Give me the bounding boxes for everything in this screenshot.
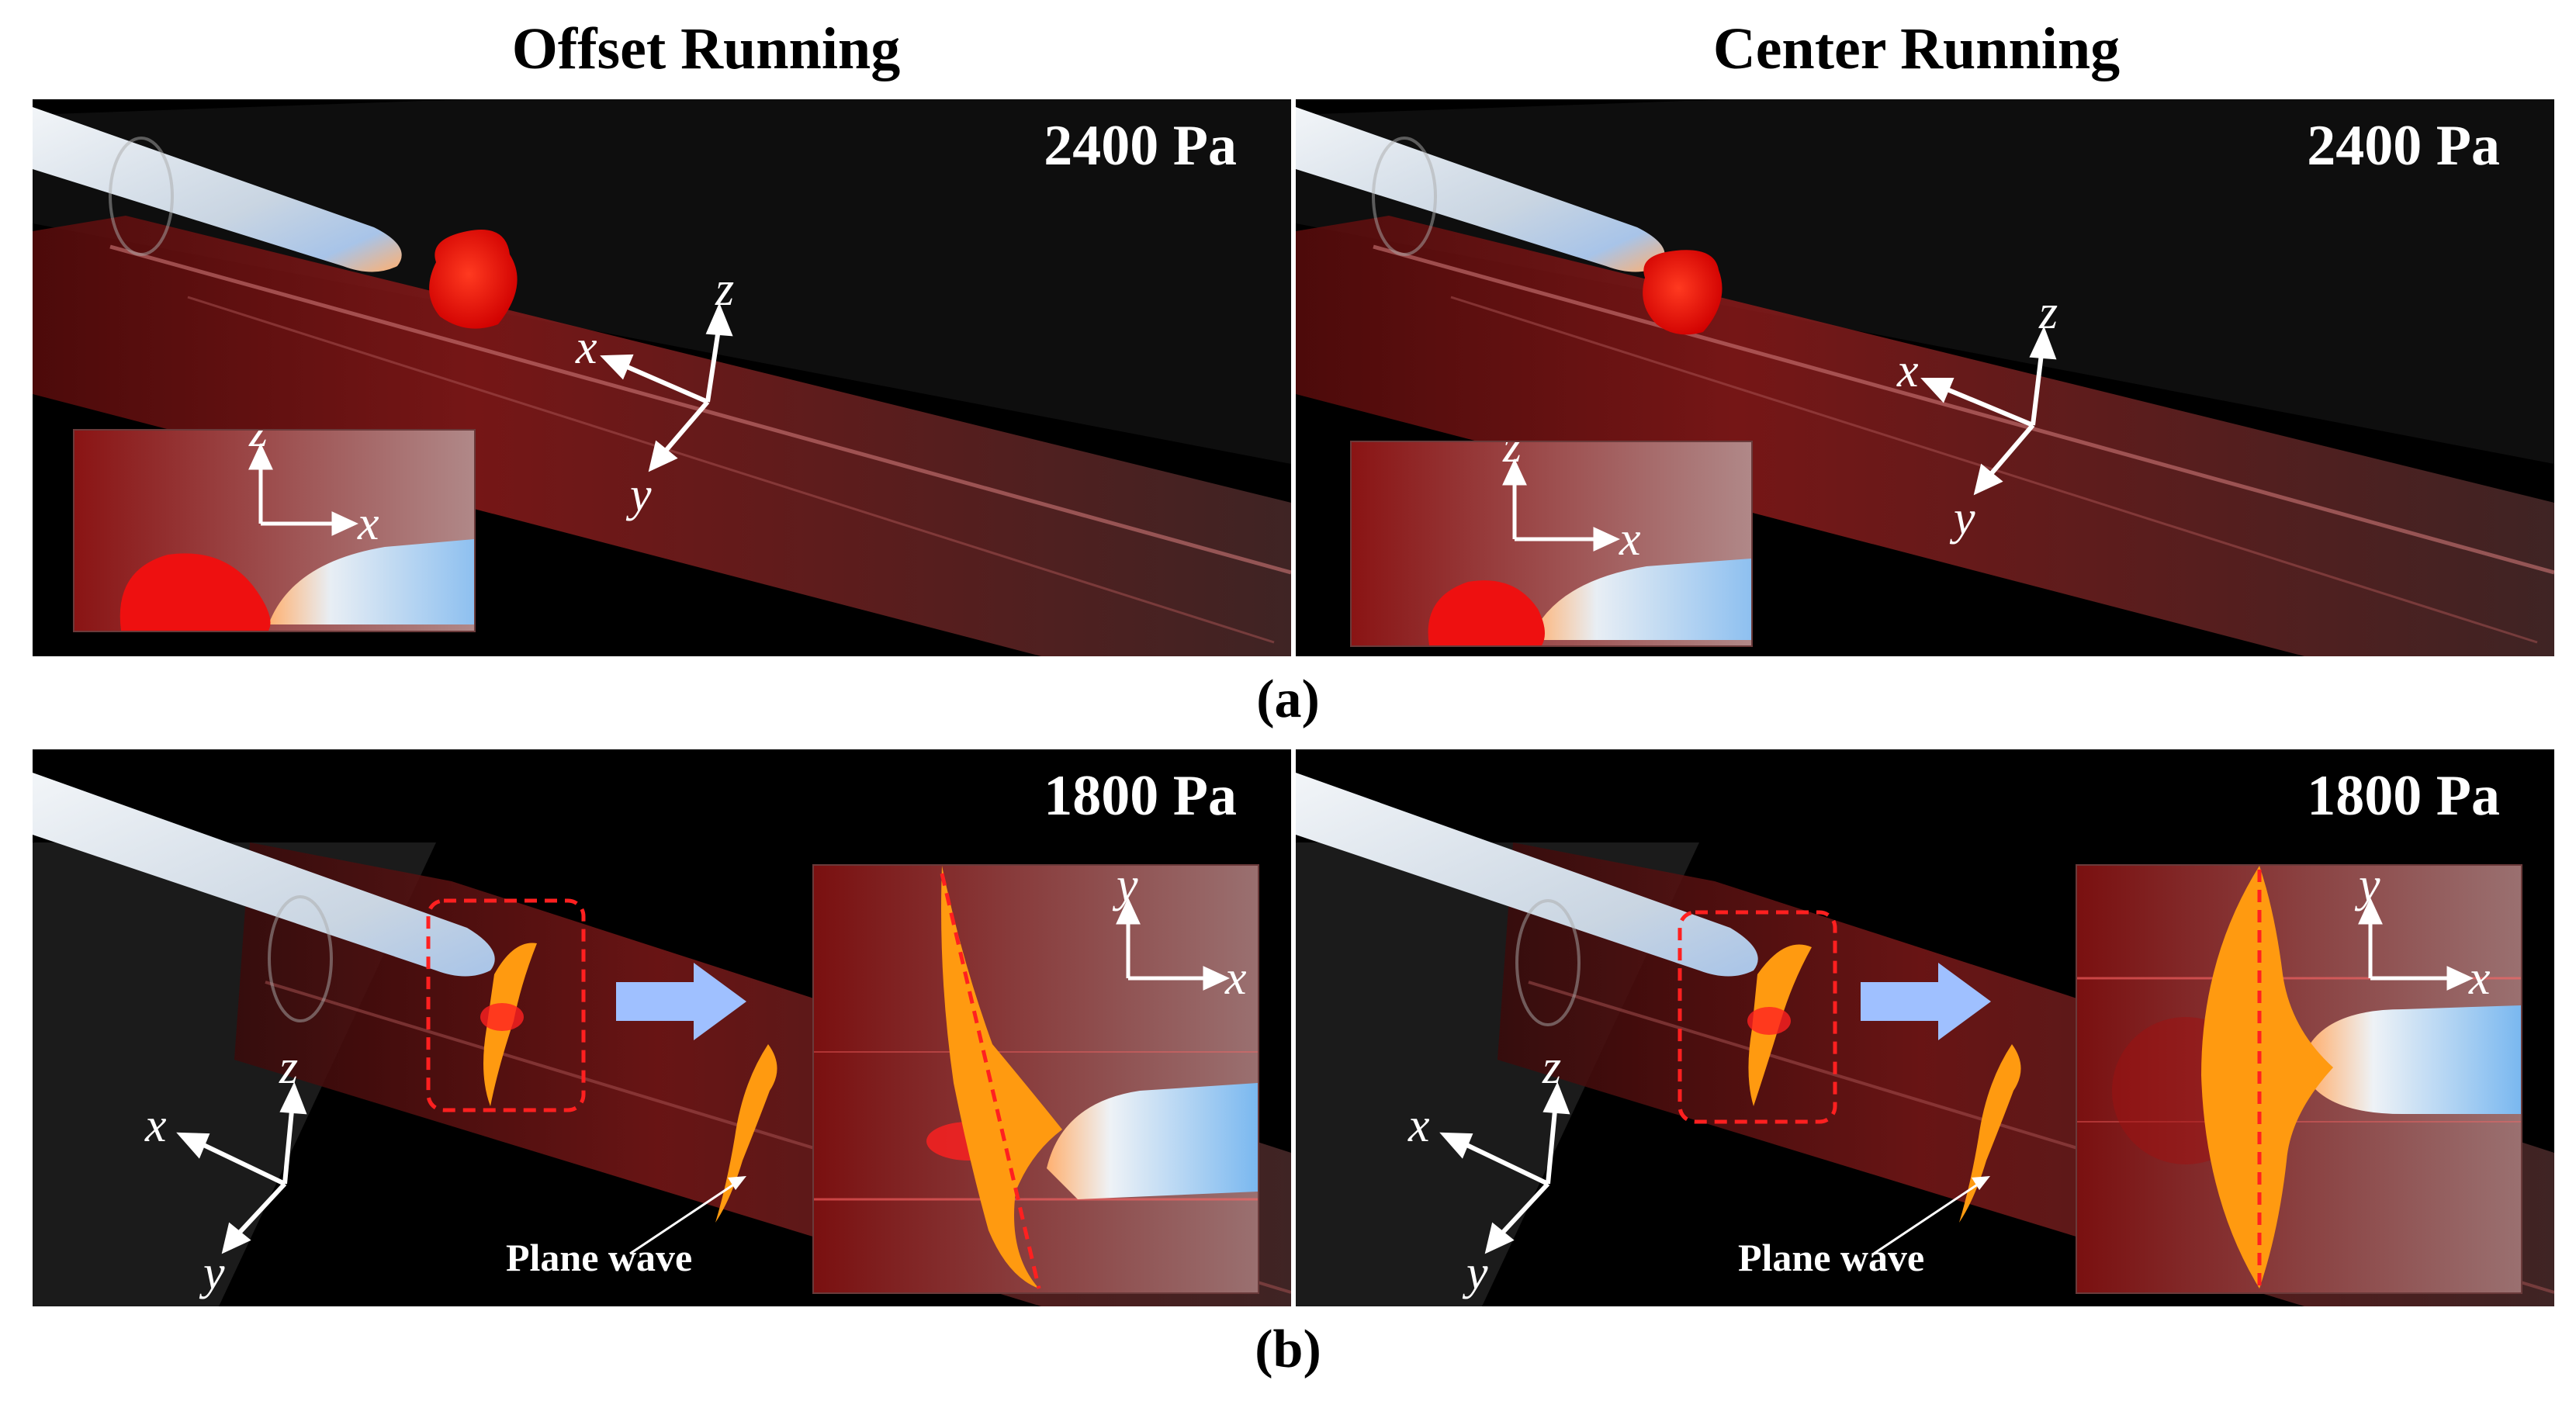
inset-a-center: z x — [1350, 441, 1753, 647]
pressure-label: 1800 Pa — [1044, 764, 1237, 828]
axis-label-z: z — [2038, 286, 2058, 339]
panel-b-offset: z x y 1800 Pa Plane wave — [33, 749, 1291, 1306]
row-label-b: (b) — [1255, 1320, 1321, 1379]
axis-label-z: z — [279, 1041, 298, 1094]
column-title-offset: Offset Running — [511, 16, 901, 81]
row-label-a: (a) — [1256, 669, 1320, 729]
zoom-arrow — [616, 963, 746, 1040]
inset-b-center: y x — [2076, 864, 2522, 1294]
panel-a-center: z x y 2400 Pa z x — [1296, 99, 2554, 656]
axis-label-y: y — [625, 469, 652, 521]
scene-a-offset: z x y — [33, 99, 1291, 656]
axis-label-x: x — [144, 1099, 167, 1152]
inset-b-offset: y x — [812, 864, 1259, 1294]
axis-label-z: z — [1502, 442, 1522, 472]
inset-a-offset: z x — [73, 429, 476, 632]
axis-label-y: y — [2354, 866, 2380, 912]
column-title-center: Center Running — [1712, 16, 2121, 81]
axis-label-z: z — [248, 431, 268, 457]
highlight-box — [1678, 910, 1837, 1124]
axis-label-x: x — [2468, 952, 2491, 1005]
inset-scene: z x — [1352, 442, 1751, 645]
inset-scene: y x — [2077, 866, 2521, 1292]
axis-triad-b-offset — [176, 1081, 307, 1254]
zoom-arrow — [1861, 963, 1991, 1040]
axis-label-x: x — [1407, 1099, 1430, 1152]
inset-scene: y x — [814, 866, 1258, 1292]
plane-wave-label: Plane wave — [506, 1236, 693, 1279]
pressure-label: 2400 Pa — [1044, 114, 1237, 178]
panel-a-offset: z x y 2400 Pa z x — [33, 99, 1291, 656]
axis-label-x: x — [1896, 344, 1919, 397]
axis-triad-a-offset — [600, 303, 733, 472]
plane-wave-label: Plane wave — [1738, 1236, 1925, 1279]
axis-label-y: y — [199, 1247, 225, 1299]
axis-triad-a-center — [1920, 326, 2057, 496]
scene-a-center: z x y — [1296, 99, 2554, 656]
axis-label-x: x — [575, 321, 597, 374]
axis-label-x: x — [1224, 952, 1247, 1005]
pressure-label: 2400 Pa — [2307, 114, 2500, 178]
axis-label-z: z — [1542, 1041, 1561, 1094]
highlight-box — [426, 898, 586, 1112]
axis-label-x: x — [357, 497, 379, 550]
panel-b-center: z x y 1800 Pa Plane wave — [1296, 749, 2554, 1306]
axis-label-y: y — [1949, 492, 1975, 545]
pressure-label: 1800 Pa — [2307, 764, 2500, 828]
axis-label-y: y — [1112, 866, 1138, 912]
axis-label-y: y — [1462, 1247, 1488, 1299]
axis-label-x: x — [1619, 513, 1641, 566]
axis-triad-b-center — [1439, 1081, 1570, 1254]
axis-label-z: z — [715, 263, 734, 316]
inset-scene: z x — [74, 431, 474, 631]
